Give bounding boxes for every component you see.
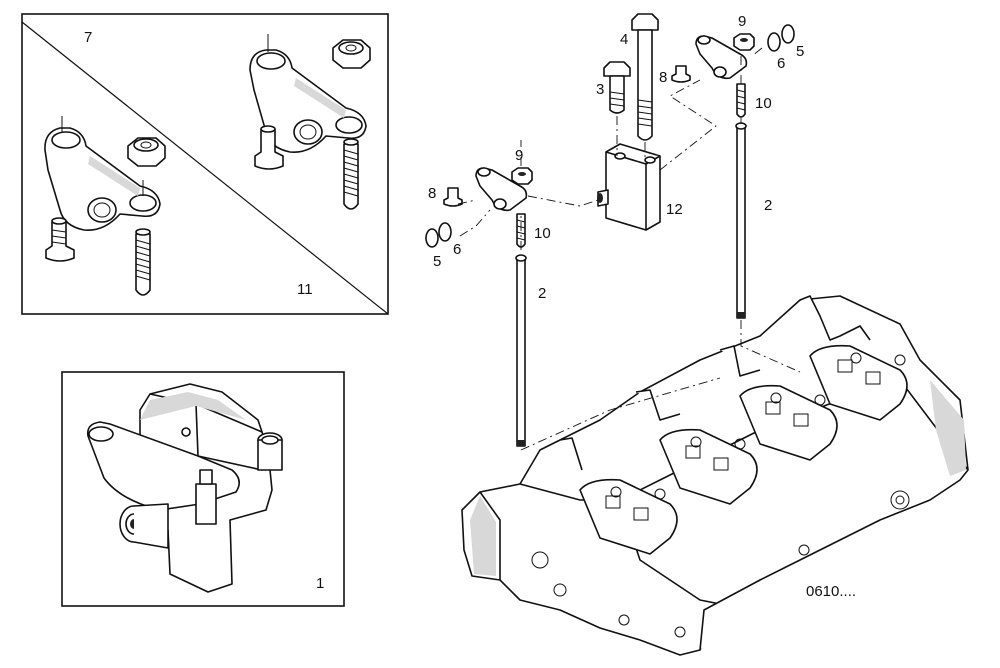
label-2-upper: 2 (764, 197, 772, 214)
nut-9-lower (511, 167, 533, 185)
assembly-centerlines (457, 47, 801, 451)
label-7: 7 (84, 29, 92, 46)
bolt-left (45, 217, 75, 262)
adjust-screw-left (135, 228, 151, 296)
pushrod-right (735, 122, 747, 319)
label-6-upper: 6 (777, 55, 785, 72)
label-3: 3 (596, 81, 604, 98)
rocker-support-12 (597, 143, 661, 231)
cylinder-head (461, 295, 969, 656)
rocker-arm-right (249, 34, 367, 153)
adjust-nut-left (127, 137, 166, 167)
rocker-arm-left (44, 116, 161, 231)
nut-9-upper (733, 33, 755, 51)
screw-8-upper (671, 65, 691, 83)
adjust-nut-right (332, 39, 371, 69)
bolt-4 (631, 13, 659, 141)
bolt-3 (603, 61, 631, 114)
small-rocker-upper (695, 35, 748, 80)
label-1: 1 (316, 575, 324, 592)
label-11: 11 (297, 281, 313, 298)
drawing-code: 0610.... (806, 583, 856, 600)
pushrod-left (515, 254, 527, 447)
label-9-lower: 9 (515, 147, 523, 164)
assembled-rocker-unit (86, 383, 283, 593)
rings-5-6-upper (767, 24, 795, 52)
label-8-upper: 8 (659, 69, 667, 86)
rings-5-6-lower (425, 222, 452, 248)
label-4: 4 (620, 31, 628, 48)
label-5-lower: 5 (433, 253, 441, 270)
small-rocker-lower (475, 167, 528, 212)
label-8-lower: 8 (428, 185, 436, 202)
bolt-right (254, 125, 284, 170)
adjust-screw-10-upper (736, 83, 746, 118)
label-12: 12 (666, 201, 683, 218)
label-5-upper: 5 (796, 43, 804, 60)
label-10-lower: 10 (534, 225, 551, 242)
label-6-lower: 6 (453, 241, 461, 258)
label-2-lower: 2 (538, 285, 546, 302)
label-10-upper: 10 (755, 95, 772, 112)
adjust-screw-right (343, 138, 359, 210)
label-9-upper: 9 (738, 13, 746, 30)
screw-8-lower (443, 187, 463, 207)
